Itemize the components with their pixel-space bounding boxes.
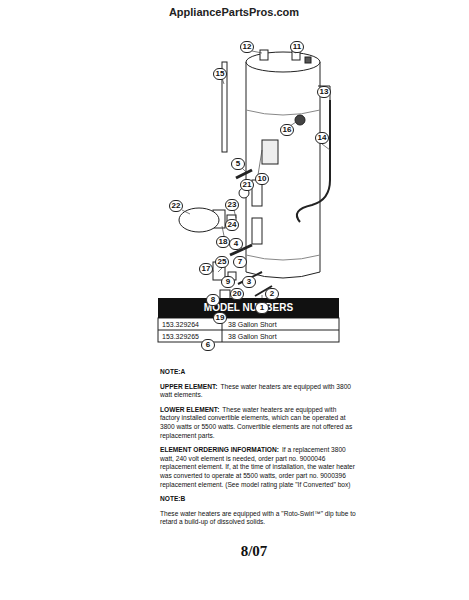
callout-number: 12 bbox=[240, 41, 254, 53]
access-cover bbox=[179, 208, 219, 232]
note-subheading: ELEMENT ORDERING INFORMATION: bbox=[160, 446, 279, 453]
callout-number: 3 bbox=[242, 276, 256, 288]
note-paragraph: NOTE:A bbox=[160, 368, 356, 377]
callout-number: 6 bbox=[201, 339, 215, 351]
callout-number: 19 bbox=[213, 312, 227, 324]
callout-number: 22 bbox=[169, 200, 183, 212]
note-paragraph: ELEMENT ORDERING INFORMATION:If a replac… bbox=[160, 446, 356, 489]
callout-number: 14 bbox=[315, 132, 329, 144]
power-cord bbox=[297, 100, 330, 222]
note-subheading: LOWER ELEMENT: bbox=[160, 406, 219, 413]
callout-number: 18 bbox=[216, 236, 230, 248]
callout-number: 7 bbox=[233, 256, 247, 268]
note-heading: NOTE:B bbox=[160, 495, 185, 502]
callout-number: 21 bbox=[240, 179, 254, 191]
table-heading: MODEL NUMBERS bbox=[158, 298, 339, 318]
watermark: AppliancePartsPros.com bbox=[169, 6, 299, 18]
note-paragraph: NOTE:B bbox=[160, 495, 356, 504]
callout-number: 1 bbox=[255, 302, 269, 314]
callout-number: 9 bbox=[221, 276, 235, 288]
table-cell: 38 Gallon Short bbox=[228, 331, 277, 342]
callout-number: 15 bbox=[213, 68, 227, 80]
table-header: MODEL NUMBERS bbox=[158, 298, 339, 318]
table-cell: 38 Gallon Short bbox=[228, 319, 277, 330]
callout-number: 10 bbox=[255, 173, 269, 185]
note-paragraph: These water heaters are equipped with a … bbox=[160, 510, 356, 527]
note-paragraph: LOWER ELEMENT:These water heaters are eq… bbox=[160, 406, 356, 440]
tank-body bbox=[246, 62, 320, 278]
tank-top bbox=[246, 52, 320, 72]
model-table bbox=[158, 318, 339, 342]
callout-number: 16 bbox=[280, 124, 294, 136]
callout-number: 24 bbox=[225, 219, 239, 231]
table-cell: 153.329264 bbox=[162, 319, 199, 330]
callout-number: 20 bbox=[230, 288, 244, 300]
callout-number: 13 bbox=[317, 86, 331, 98]
callout-number: 5 bbox=[231, 158, 245, 170]
note-heading: NOTE:A bbox=[160, 368, 185, 375]
callout-number: 2 bbox=[265, 288, 279, 300]
table-cell: 153.329265 bbox=[162, 331, 199, 342]
note-paragraph: UPPER ELEMENT:These water heaters are eq… bbox=[160, 383, 356, 400]
callout-number: 11 bbox=[290, 41, 304, 53]
note-subheading: UPPER ELEMENT: bbox=[160, 383, 218, 390]
callout-number: 8 bbox=[206, 294, 220, 306]
note-text: These water heaters are equipped with a … bbox=[160, 510, 356, 526]
notes: NOTE:AUPPER ELEMENT:These water heaters … bbox=[160, 368, 356, 533]
callout-number: 4 bbox=[229, 238, 243, 250]
callout-number: 17 bbox=[199, 263, 213, 275]
page-date: 8/07 bbox=[241, 543, 268, 560]
callout-number: 23 bbox=[225, 199, 239, 211]
callout-number: 25 bbox=[215, 256, 229, 268]
